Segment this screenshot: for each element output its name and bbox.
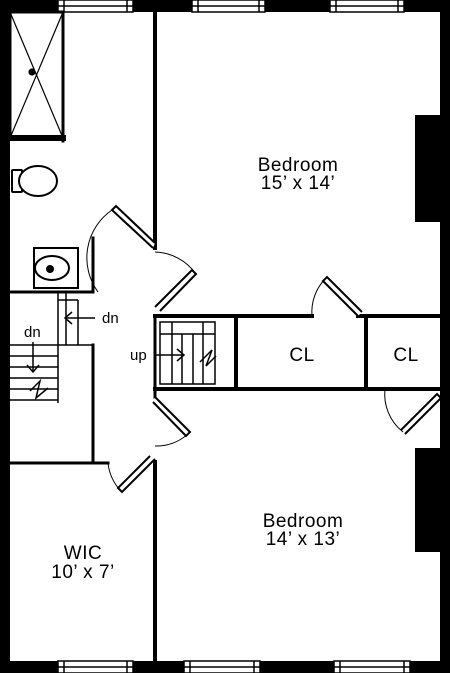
bedroom-bottom-name: Bedroom <box>263 511 344 532</box>
stair-dn-upper-label: dn <box>102 310 119 327</box>
door-upper-bedroom <box>154 251 198 312</box>
wall-right <box>440 0 450 673</box>
door-closet-left <box>311 275 363 317</box>
right-wall-bumpouts <box>415 115 442 552</box>
door-bathroom <box>86 204 156 293</box>
doors <box>86 204 443 494</box>
window <box>57 0 134 13</box>
stair-up-label: up <box>130 347 147 364</box>
wall-left <box>0 0 10 673</box>
closet-right-label: CL <box>393 345 418 366</box>
door-lower-bedroom <box>152 396 192 447</box>
windows-top <box>57 0 405 13</box>
bumpout-upper <box>415 115 442 222</box>
window <box>183 660 261 673</box>
window <box>333 660 411 673</box>
stairs-left <box>10 292 93 403</box>
arrow-down-icon <box>26 342 40 374</box>
window <box>57 660 134 673</box>
bedroom-bottom-size: 14’ x 13’ <box>266 529 341 550</box>
door-closet-right <box>384 388 443 435</box>
windows-bottom <box>57 660 411 673</box>
stair-dn-left-label: dn <box>24 324 41 341</box>
bedroom-top-size: 15’ x 14’ <box>261 173 336 194</box>
closet-left-label: CL <box>289 345 314 366</box>
door-wic <box>107 455 156 494</box>
wic-name: WIC <box>64 543 102 564</box>
stair-arrows <box>26 311 186 374</box>
arrow-left-icon <box>63 311 95 325</box>
bumpout-lower <box>415 448 442 552</box>
bedroom-top-name: Bedroom <box>258 155 339 176</box>
window <box>191 0 266 13</box>
arrow-right-icon <box>156 348 186 362</box>
sink-icon <box>33 247 79 289</box>
room-labels: Bedroom 15’ x 14’ Bedroom 14’ x 13’ WIC … <box>24 155 418 583</box>
bath-fixtures <box>9 11 79 289</box>
window <box>329 0 405 13</box>
toilet-icon <box>11 165 58 197</box>
shower-icon <box>9 11 64 139</box>
stairs-center <box>159 321 217 385</box>
wic-size: 10’ x 7’ <box>51 562 115 583</box>
